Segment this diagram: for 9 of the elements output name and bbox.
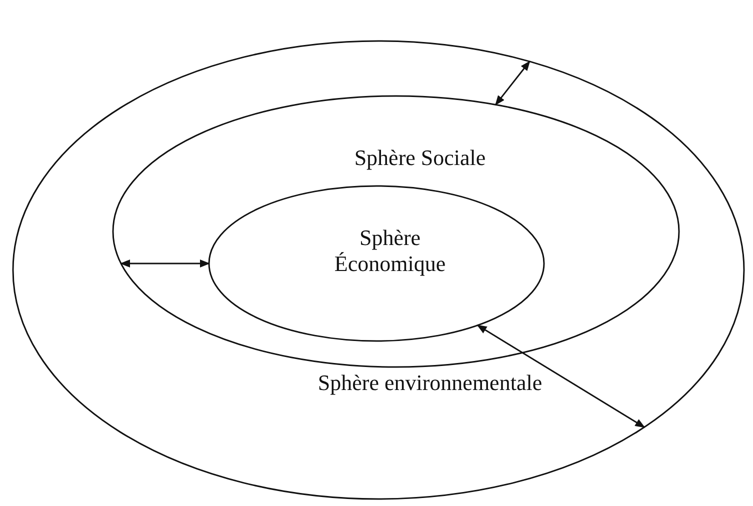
region-label: Sphère environnementale bbox=[316, 370, 544, 396]
double-arrow bbox=[476, 324, 646, 428]
double-arrow bbox=[495, 60, 530, 106]
region-label: Sphère Sociale bbox=[353, 145, 487, 171]
inner-ellipse-region bbox=[208, 185, 545, 342]
double-arrow bbox=[120, 260, 210, 268]
middle-ellipse-region bbox=[112, 95, 680, 368]
outer-ellipse-region bbox=[12, 40, 745, 500]
region-label: Sphère Économique bbox=[333, 225, 447, 277]
